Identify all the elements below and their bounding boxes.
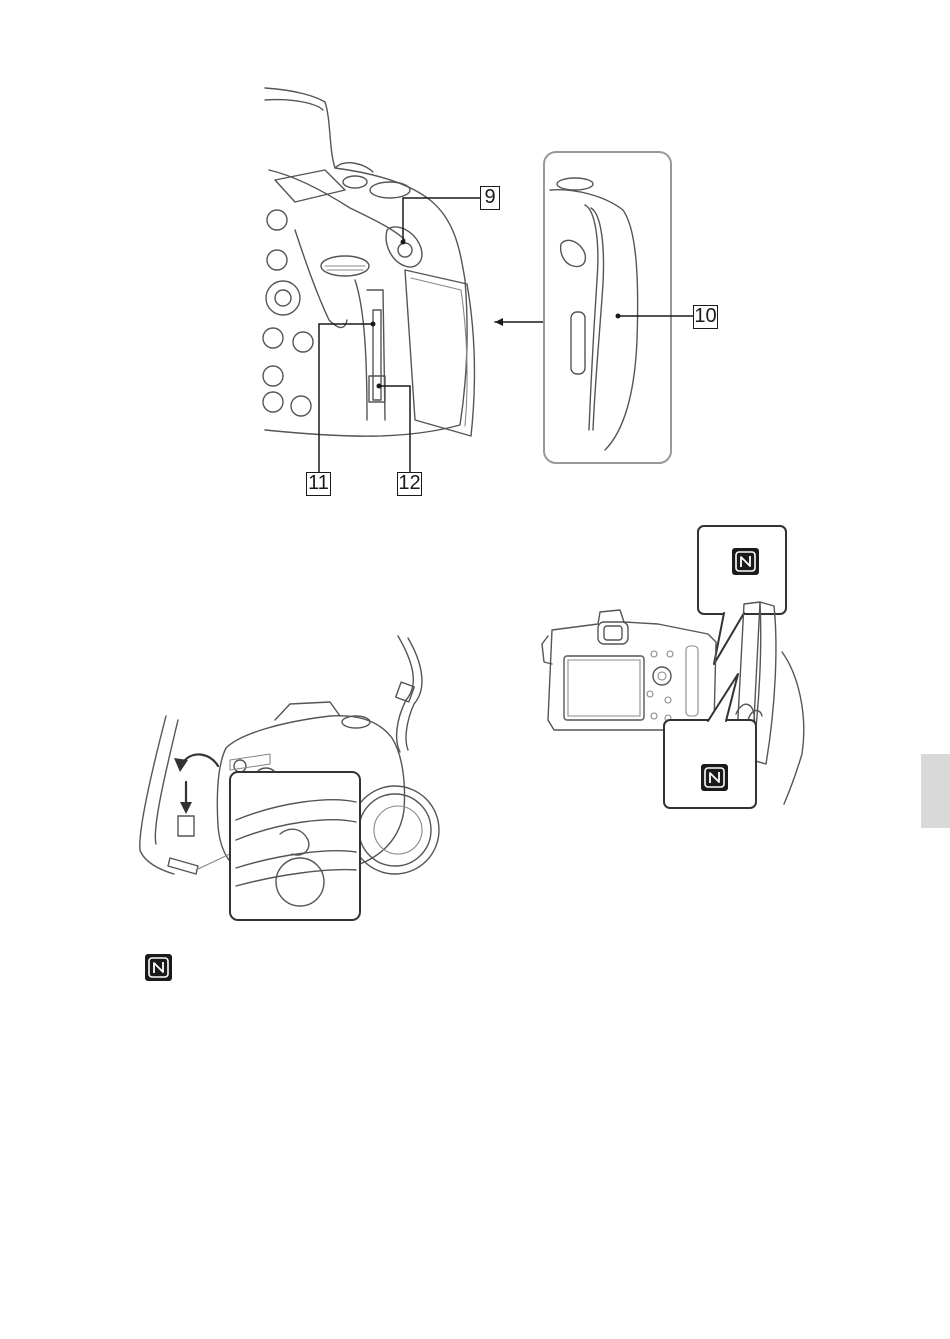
strap-attach-illustration	[130, 630, 450, 930]
callout-11: 11	[306, 472, 331, 496]
nfc-n-mark-icon	[701, 764, 728, 791]
camera-side-illustration	[255, 80, 735, 500]
nfc-touch-illustration	[538, 524, 818, 814]
callout-12: 12	[397, 472, 422, 496]
callout-9: 9	[480, 186, 500, 210]
nfc-n-mark-icon	[145, 954, 172, 981]
nfc-n-mark-icon	[732, 548, 759, 575]
callout-10: 10	[693, 305, 718, 329]
section-tab-marker	[921, 754, 950, 828]
